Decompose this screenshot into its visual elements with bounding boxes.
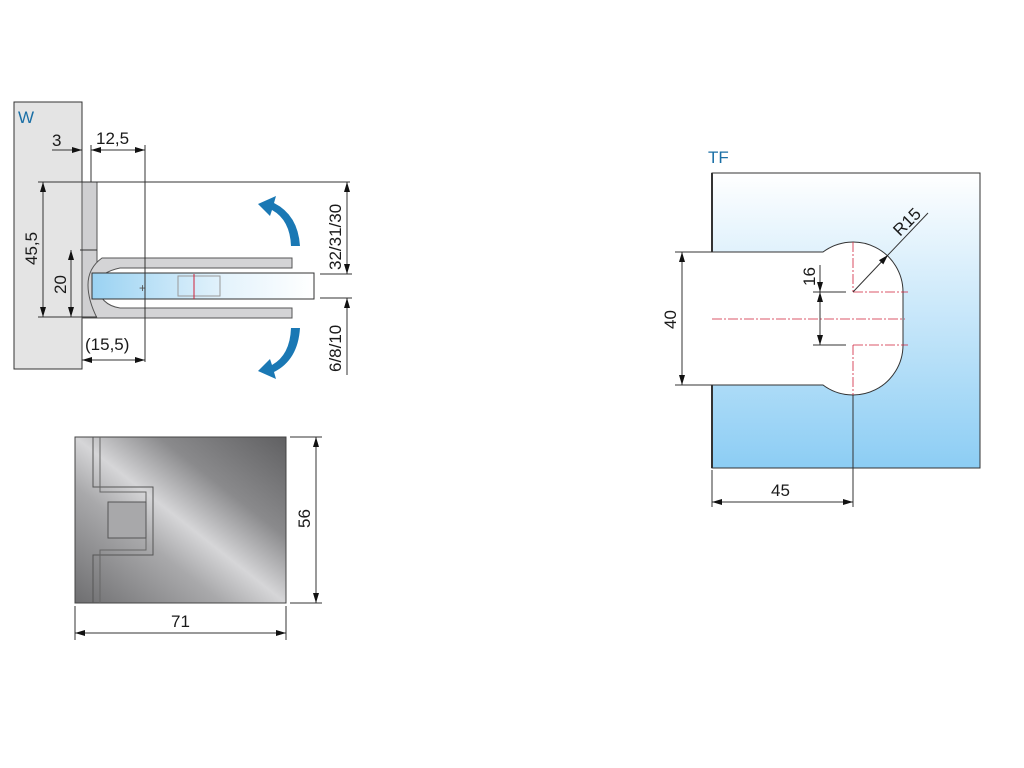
dim-6-8-10: 6/8/10: [326, 325, 345, 372]
dim-15-5: (15,5): [85, 335, 129, 354]
dim-40: 40: [661, 310, 680, 329]
rotate-up-arrow-icon: [258, 196, 300, 246]
dim-45-5: 45,5: [22, 232, 41, 265]
dim-45: 45: [771, 481, 790, 500]
side-view: W + 3 12,5 45,5 20 (15,5) 32/31/30 6/8/1…: [13, 101, 352, 379]
bottom-view: 71 56: [74, 436, 322, 640]
rotate-down-arrow-icon: [258, 328, 300, 379]
glass-label: TF: [708, 148, 729, 167]
center-mark: +: [139, 281, 146, 295]
dim-12-5: 12,5: [96, 129, 129, 148]
glass-cutout-view: TF R15 16 40 45: [661, 148, 981, 507]
screw: [177, 275, 221, 297]
wall-label: W: [18, 108, 34, 127]
hinge-body: [87, 257, 293, 319]
wall: [13, 101, 83, 370]
glass-panel: [91, 272, 315, 300]
dim-3: 3: [52, 131, 61, 150]
hinge-face: [74, 436, 287, 604]
cutout: [711, 242, 903, 395]
dim-16: 16: [800, 267, 819, 286]
dim-20: 20: [51, 275, 70, 294]
dim-32-31-30: 32/31/30: [326, 204, 345, 270]
dim-56: 56: [295, 509, 314, 528]
dim-71: 71: [171, 612, 190, 631]
